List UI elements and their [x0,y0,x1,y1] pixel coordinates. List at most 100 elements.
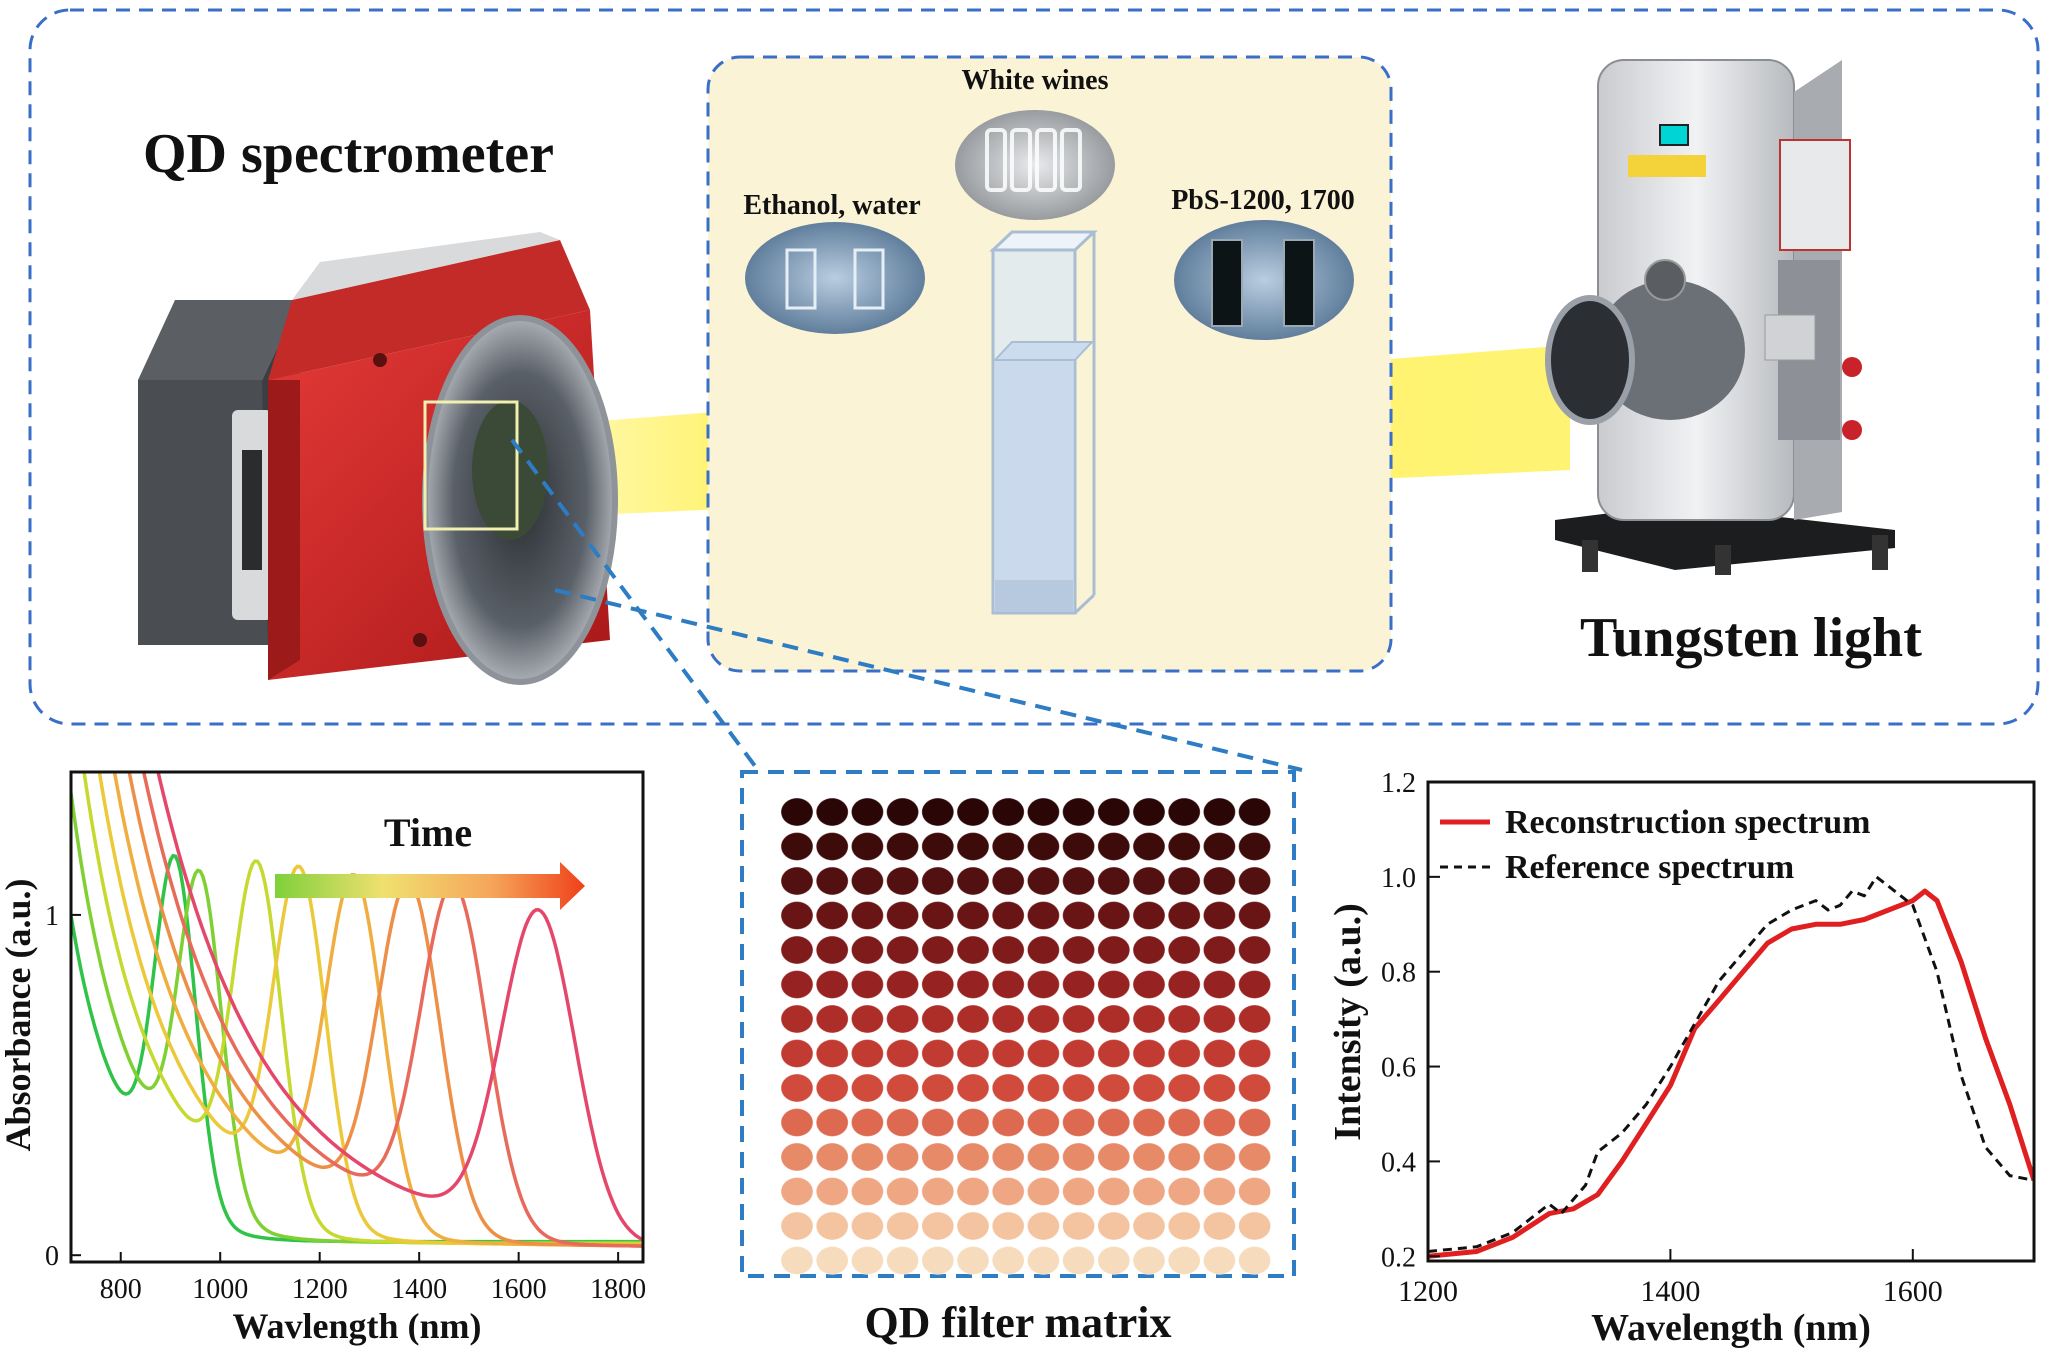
qd-filter-dot [1132,832,1166,861]
qd-filter-dot [1202,1108,1236,1137]
qd-filter-dot [1202,1142,1236,1172]
abs-series-line [71,853,643,1244]
qd-filter-dot [815,1004,849,1034]
spec-y-tick-label: 0.6 [1381,1053,1416,1084]
qd-filter-dot [1132,901,1166,930]
qd-filter-dot [921,1211,955,1241]
qd-filter-dot [1202,1246,1236,1275]
qd-filter-dot [1062,866,1096,896]
qd-filter-dot [1167,866,1201,896]
qd-filter-dot [886,1246,920,1275]
qd-filter-dot [1202,1039,1236,1068]
qd-filter-dot [1097,970,1131,999]
abs-y-axis-label: Absorbance (a.u.) [0,878,38,1151]
qd-filter-dot [1026,1142,1060,1172]
qd-filter-dot [1167,1108,1201,1137]
qd-filter-dot [815,866,849,896]
lamp-focus-knob [1644,259,1686,301]
qd-filter-dot [815,935,849,965]
qd-filter-dot [1097,1246,1131,1275]
qd-filter-dot [991,832,1025,861]
qd-filter-dot [1167,1073,1201,1103]
top-panel-frame [28,8,2040,726]
qd-filter-dot [991,1177,1025,1206]
qd-filter-dot [1062,1004,1096,1034]
qd-filter-dot [1062,1177,1096,1206]
qd-filter-dot [921,1073,955,1103]
ethanol-water-photo [745,222,925,334]
qd-filter-dot [1097,797,1131,827]
qd-filter-dot [1062,970,1096,999]
qd-filter-dot [1026,1177,1060,1206]
qd-filter-dot [921,1039,955,1068]
qd-filter-dot [1097,1211,1131,1241]
spec-y-tick-label: 0.8 [1381,958,1416,989]
qd-filter-dot [1062,1211,1096,1241]
qd-filter-dot [956,1177,990,1206]
qd-filter-dot [886,797,920,827]
qd-filter-dot [1132,1142,1166,1172]
lamp-lens-barrel [1595,280,1745,420]
lamp-lens [1545,295,1635,425]
qd-filter-dot [1132,1004,1166,1034]
qd-filter-dot [1167,1211,1201,1241]
qd-filter-dot [1202,1177,1236,1206]
qd-filter-dot [991,901,1025,930]
abs-y-tick-label: 1 [45,901,59,932]
qd-filter-dot [1097,1108,1131,1137]
qd-filter-dot [991,797,1025,827]
qd-filter-dot [886,1108,920,1137]
qd-filter-dot [956,1211,990,1241]
legend-reconstruction-label: Reconstruction spectrum [1505,804,1870,841]
qd-filter-dot [850,866,884,896]
qd-filter-dot [1238,1039,1272,1068]
spec-x-axis-label: Wavelength (nm) [1591,1307,1871,1349]
qd-filter-dot [1202,832,1236,861]
qd-filter-dot [1132,797,1166,827]
qd-filter-dot [1132,1073,1166,1103]
legend-reference-label: Reference spectrum [1505,849,1794,886]
qd-filter-dot [815,1073,849,1103]
qd-filter-dot [921,866,955,896]
qd-filter-dot [991,935,1025,965]
qd-filter-dot [780,1073,814,1103]
qd-filter-dot [1026,832,1060,861]
abs-y-tick-label: 0 [45,1241,59,1272]
qd-filter-dot [1202,1211,1236,1241]
qd-filter-dot [850,1177,884,1206]
qd-filter-dot [850,1004,884,1034]
qd-filter-dot [1238,1004,1272,1034]
qd-filter-dot [1238,970,1272,999]
qd-filter-dot [886,1039,920,1068]
qd-filter-dot [921,901,955,930]
qd-filter-dot [921,1177,955,1206]
qd-filter-dot [1026,797,1060,827]
qd-filter-dot [956,935,990,965]
qd-filter-dot [1062,1108,1096,1137]
qd-filter-dot [1132,1211,1166,1241]
qd-filter-dot [1167,1246,1201,1275]
qd-filter-dot [921,970,955,999]
qd-filter-dot [1026,866,1060,896]
qd-filter-dot [850,901,884,930]
qd-filter-dot [850,1108,884,1137]
pbs-label: PbS-1200, 1700 [1171,185,1355,216]
qd-filter-dot [850,832,884,861]
qd-filter-dot [886,1142,920,1172]
ethanol-water-label: Ethanol, water [743,190,920,221]
qd-filter-dot [1132,1177,1166,1206]
qd-filter-dot [991,1211,1025,1241]
qd-spectrometer-title: QD spectrometer [143,123,554,185]
qd-filter-dot [780,832,814,861]
qd-filter-dot [991,866,1025,896]
qd-filter-dot [886,1177,920,1206]
qd-filter-dot [991,970,1025,999]
qd-filter-dot [1062,1073,1096,1103]
zoom-line-left [510,438,760,772]
qd-filter-dot [815,970,849,999]
qd-filter-dot [815,1246,849,1275]
qd-filter-dot [850,797,884,827]
qd-filter-dot [1097,1039,1131,1068]
qd-filter-dot [1167,901,1201,930]
